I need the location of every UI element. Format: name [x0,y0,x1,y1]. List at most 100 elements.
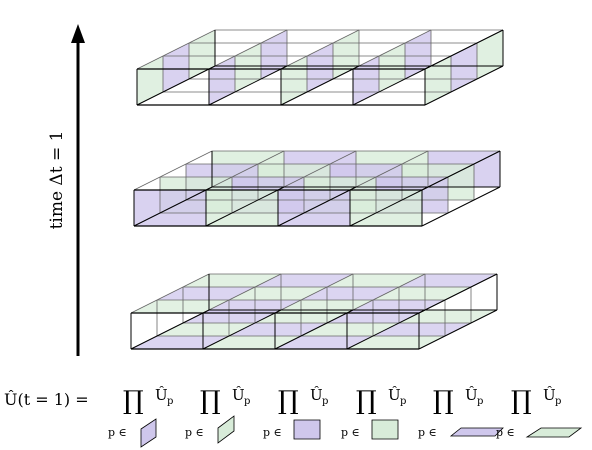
horizontal-face [301,287,399,300]
lattice-edge [277,186,357,227]
lattice-edge [130,309,210,350]
lattice-edge [208,29,288,70]
lattice-edge [136,29,216,70]
lattice-edge [208,65,288,106]
time-axis-label: time Δt = 1 [47,131,67,230]
lattice-edge [352,29,432,70]
product-symbol: ∏ [356,386,377,416]
horizontal-face [157,323,255,336]
horizontal-face [327,274,425,287]
lattice-edge [130,273,210,314]
lattice-layers [130,29,504,350]
lattice-edge [352,65,432,106]
lattice-edge [274,309,354,350]
unitary-subscript: p [477,396,483,407]
index-set-label: p ∈ [185,426,204,439]
product-symbol: ∏ [200,386,221,416]
lattice-edge [202,309,282,350]
plaquette-glyph [371,419,399,440]
layer-bottom [130,273,498,350]
lattice-edge [274,273,354,314]
side-face [425,56,451,105]
lattice-edge [349,186,429,227]
index-set-label: p ∈ [418,426,437,439]
horizontal-face [183,274,281,287]
side-face [379,43,405,92]
lattice-edge [277,150,357,191]
side-face [235,43,261,92]
lattice-edge [202,273,282,314]
lattice-edge [136,65,216,106]
lattice-edge [346,273,426,314]
horizontal-face [373,287,471,300]
unitary-subscript: p [555,396,561,407]
index-set-label: p ∈ [108,426,127,439]
side-face [163,43,189,92]
lattice-edge [280,65,360,106]
layer-middle [133,150,501,227]
side-face [333,30,359,79]
formula-lhs: Û(t = 1) = [4,389,89,409]
side-face [189,30,215,79]
horizontal-face [203,336,301,349]
side-face [281,56,307,105]
lattice-edge [418,273,498,314]
lattice-edge [280,29,360,70]
side-face [405,30,431,79]
lattice-edge [205,150,285,191]
plaquette-glyph [449,427,504,437]
product-symbol: ∏ [433,386,454,416]
horizontal-face [301,323,399,336]
horizontal-face [131,300,229,313]
lattice-edge [424,29,504,70]
lattice-edge [421,150,501,191]
unitary-factor: Û [232,386,245,404]
product-symbol: ∏ [278,386,299,416]
side-face [137,56,163,105]
index-set-label: p ∈ [341,426,360,439]
horizontal-face [229,323,327,336]
layer-top [136,29,504,106]
lattice-edge [205,186,285,227]
horizontal-face [255,274,353,287]
side-face [261,30,287,79]
horizontal-face [275,336,373,349]
lattice-edge [421,186,501,227]
plaquette-glyph [293,419,321,440]
lattice-edge [418,309,498,350]
side-face [477,30,503,79]
plaquette-glyph [140,418,157,448]
unitary-factor: Û [465,386,478,404]
product-symbol: ∏ [123,386,144,416]
horizontal-face [399,310,497,323]
horizontal-face [229,287,327,300]
lattice-edge [424,65,504,106]
product-symbol: ∏ [511,386,532,416]
side-face [353,56,379,105]
unitary-factor: Û [388,386,401,404]
index-set-label: p ∈ [496,426,515,439]
plaquette-glyph [525,427,583,438]
unitary-factor: Û [310,386,323,404]
unitary-factor: Û [543,386,556,404]
unitary-factor: Û [155,386,168,404]
lattice-edge [133,186,213,227]
horizontal-face [131,336,229,349]
lattice-edge [349,150,429,191]
side-face [209,56,235,105]
horizontal-face [373,323,471,336]
unitary-subscript: p [400,396,406,407]
time-arrow [71,24,85,356]
unitary-subscript: p [322,396,328,407]
plaquette-glyph [217,415,235,444]
horizontal-face [157,287,255,300]
